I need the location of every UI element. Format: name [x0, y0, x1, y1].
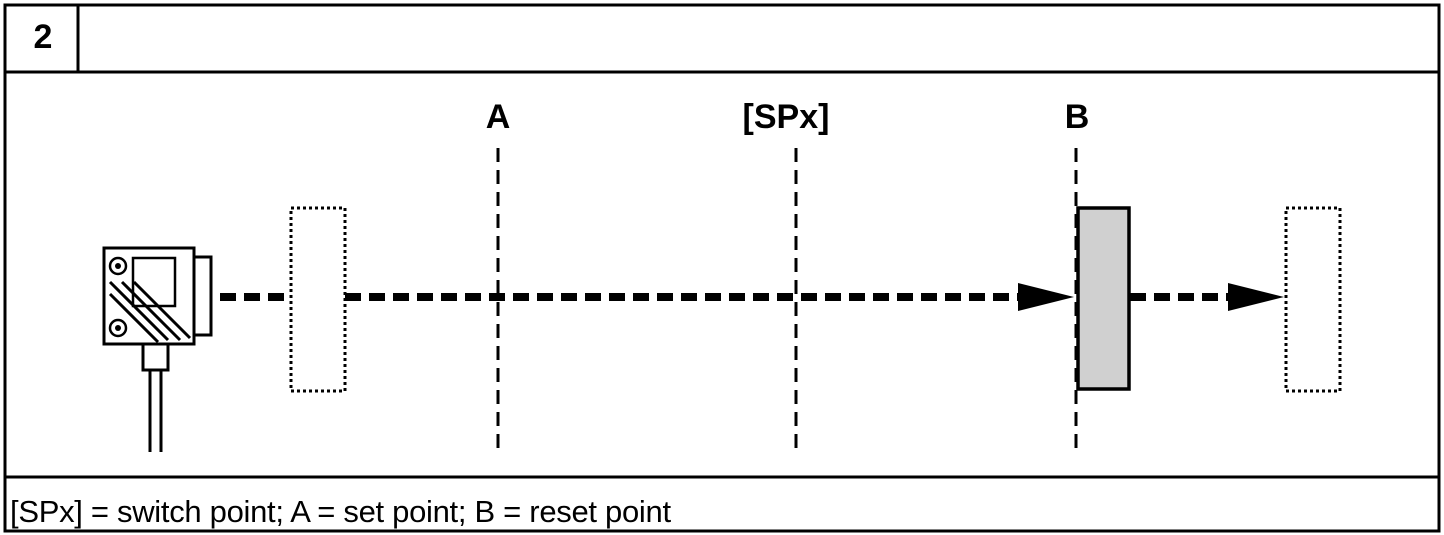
- figure-number: 2: [33, 18, 53, 56]
- figure-caption: [SPx] = switch point; A = set point; B =…: [10, 494, 671, 529]
- photoelectric-sensor-icon: [102, 246, 213, 452]
- label-a: A: [486, 98, 511, 136]
- label-b: B: [1065, 98, 1090, 136]
- label-spx: [SPx]: [743, 98, 830, 136]
- beam-arrowhead-1: [1018, 283, 1074, 311]
- beam-arrowhead-2: [1228, 283, 1284, 311]
- target-object: [1076, 206, 1131, 391]
- dotted-object-far: [1284, 206, 1342, 393]
- figure-frame: [3, 3, 1441, 533]
- dotted-object-near: [289, 206, 347, 393]
